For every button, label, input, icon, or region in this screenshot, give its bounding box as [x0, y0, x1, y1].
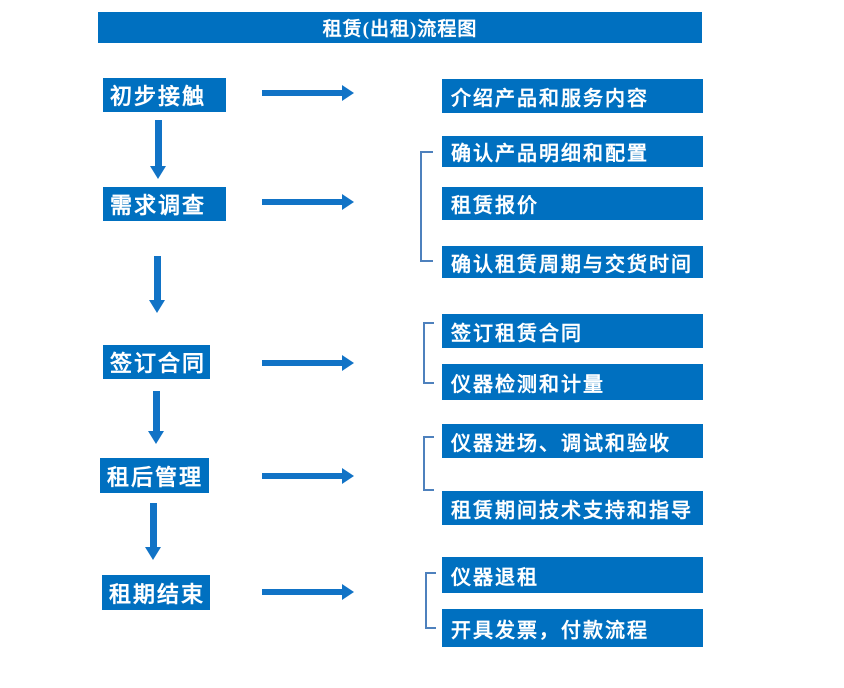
step-label: 租期结束	[109, 581, 206, 607]
group-bracket-rental-end	[425, 572, 436, 629]
arrow-head	[149, 300, 165, 313]
right-arrow-icon	[262, 194, 354, 210]
detail-box-rental-quotation: 租赁报价	[442, 187, 703, 220]
step-box-sign-contract: 签订合同	[103, 345, 210, 379]
arrow-head	[342, 468, 354, 484]
step-box-post-rental-management: 租后管理	[100, 458, 209, 493]
detail-label: 介绍产品和服务内容	[451, 87, 649, 110]
detail-box-technical-support: 租赁期间技术支持和指导	[442, 491, 703, 525]
step-box-initial-contact: 初步接触	[103, 78, 226, 112]
down-arrow-icon	[148, 391, 164, 444]
down-arrow-icon	[149, 256, 165, 313]
right-arrow-icon	[262, 355, 354, 371]
right-arrow-icon	[262, 468, 354, 484]
group-bracket-demand-survey	[420, 151, 433, 262]
arrow-shaft	[262, 90, 343, 96]
arrow-head	[145, 547, 161, 560]
down-arrow-icon	[145, 503, 161, 560]
flowchart-title-label: 租赁(出租)流程图	[322, 19, 478, 40]
detail-box-instrument-inspection: 仪器检测和计量	[442, 364, 703, 400]
detail-label: 确认产品明细和配置	[451, 143, 649, 165]
arrow-head	[342, 355, 354, 371]
detail-label: 开具发票，付款流程	[451, 619, 649, 642]
step-box-demand-survey: 需求调查	[103, 187, 226, 221]
detail-label: 租赁报价	[451, 195, 539, 217]
right-arrow-icon	[262, 584, 354, 600]
arrow-head	[342, 584, 354, 600]
detail-box-confirm-product-details: 确认产品明细和配置	[442, 136, 703, 167]
detail-label: 仪器进场、调试和验收	[451, 432, 671, 455]
detail-box-instrument-return: 仪器退租	[442, 557, 703, 593]
group-bracket-sign-contract	[423, 322, 434, 384]
step-label: 租后管理	[107, 464, 204, 490]
arrow-shaft	[155, 120, 162, 167]
right-arrow-icon	[262, 85, 354, 101]
arrow-head	[342, 194, 354, 210]
arrow-head	[342, 85, 354, 101]
step-label: 初步接触	[110, 84, 207, 109]
detail-label: 仪器退租	[451, 566, 539, 589]
flowchart-title: 租赁(出租)流程图	[98, 12, 702, 43]
detail-box-invoice-payment: 开具发票，付款流程	[442, 609, 703, 647]
detail-label: 确认租赁周期与交货时间	[451, 253, 693, 276]
arrow-shaft	[262, 589, 343, 595]
detail-label: 仪器检测和计量	[451, 373, 605, 396]
detail-box-introduce-products: 介绍产品和服务内容	[442, 79, 703, 113]
step-label: 需求调查	[110, 193, 207, 218]
step-box-rental-end: 租期结束	[102, 575, 210, 610]
arrow-head	[148, 431, 164, 444]
arrow-shaft	[154, 256, 161, 301]
detail-box-instrument-setup-acceptance: 仪器进场、调试和验收	[442, 424, 703, 458]
arrow-shaft	[150, 503, 157, 548]
arrow-shaft	[262, 473, 343, 479]
detail-label: 签订租赁合同	[451, 322, 583, 345]
down-arrow-icon	[150, 120, 166, 179]
arrow-shaft	[262, 199, 343, 205]
detail-box-sign-rental-contract: 签订租赁合同	[442, 314, 703, 348]
group-bracket-post-rental	[423, 436, 434, 491]
arrow-head	[150, 166, 166, 179]
detail-box-confirm-period-delivery: 确认租赁周期与交货时间	[442, 246, 703, 278]
detail-label: 租赁期间技术支持和指导	[451, 499, 693, 522]
arrow-shaft	[262, 360, 343, 366]
step-label: 签订合同	[110, 351, 207, 376]
arrow-shaft	[153, 391, 160, 432]
